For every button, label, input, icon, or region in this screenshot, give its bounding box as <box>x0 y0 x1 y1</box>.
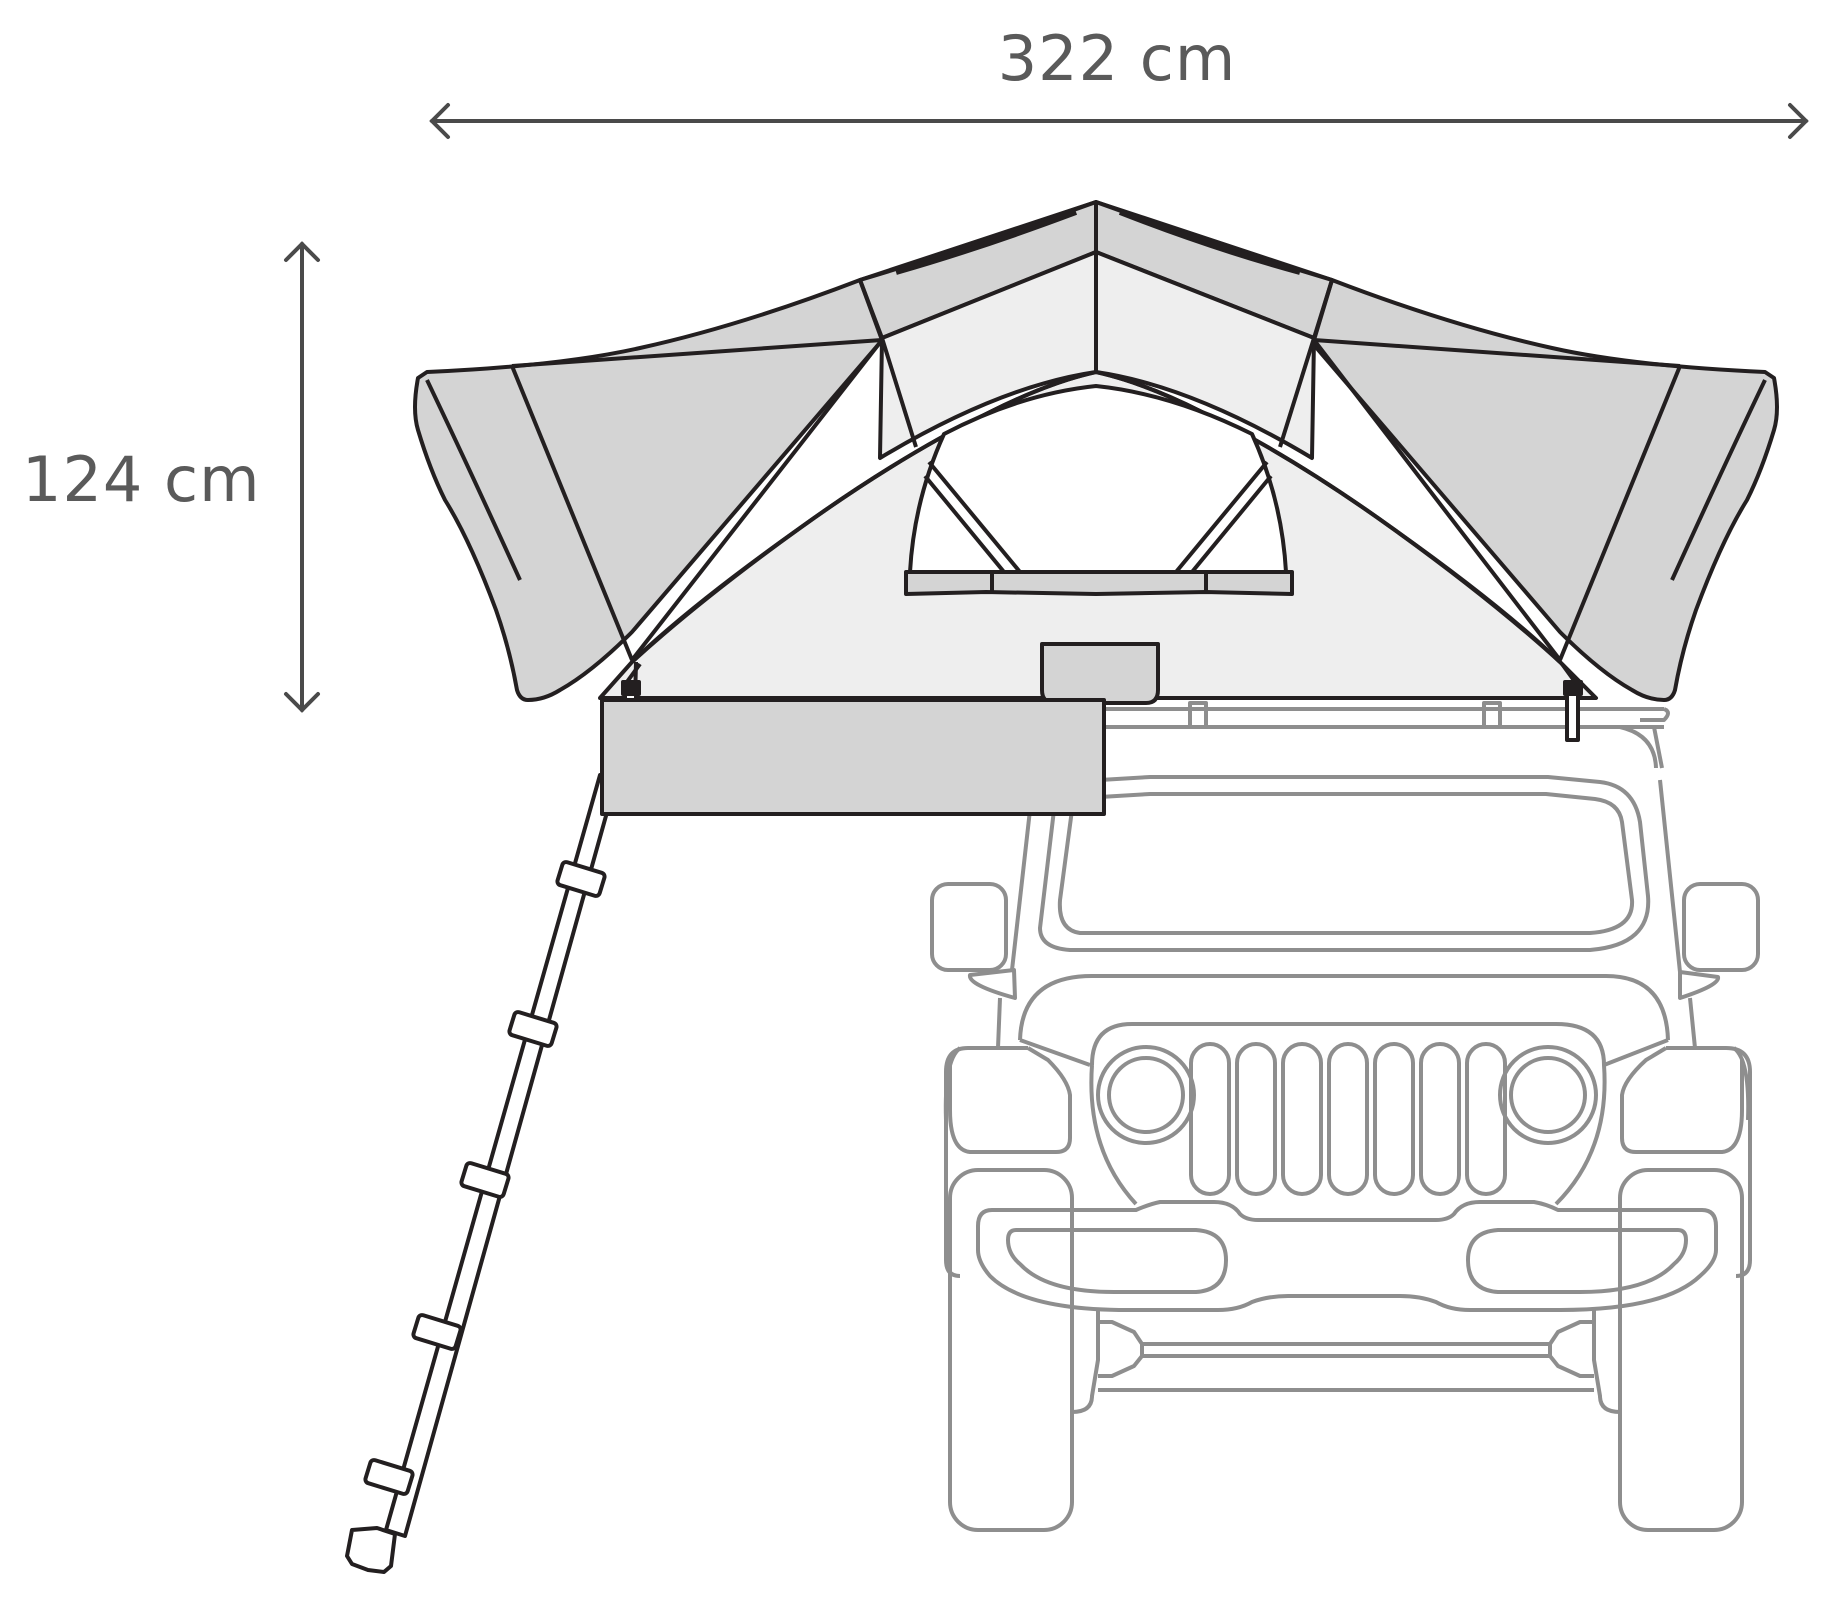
grille <box>1089 1022 1607 1206</box>
windshield-frame <box>1010 775 1682 973</box>
tent-left-wing <box>413 200 1098 702</box>
right-mirror <box>1682 882 1760 972</box>
left-tyre <box>948 1168 1074 1532</box>
front-bumper <box>976 1200 1718 1312</box>
tent-base-box <box>600 698 1106 816</box>
left-fender <box>943 1046 1072 1278</box>
right-tyre <box>1618 1168 1744 1532</box>
telescopic-ladder <box>345 773 618 1574</box>
vehicle-outline <box>930 701 1760 1532</box>
height-dimension-arrow <box>284 241 320 713</box>
width-dimension-label: 322 cm <box>997 22 1237 95</box>
tent-window <box>908 384 1288 574</box>
window-awning-bar <box>904 570 1294 596</box>
roof-rack <box>1100 701 1670 769</box>
tent-right-wing <box>1094 200 1779 702</box>
rooftop-tent <box>413 200 1779 816</box>
left-mirror <box>930 882 1008 972</box>
width-dimension-arrow <box>429 103 1809 139</box>
height-dimension-label: 124 cm <box>22 443 261 516</box>
tent-centre-flap <box>1040 642 1160 705</box>
undercarriage <box>1070 1310 1622 1414</box>
